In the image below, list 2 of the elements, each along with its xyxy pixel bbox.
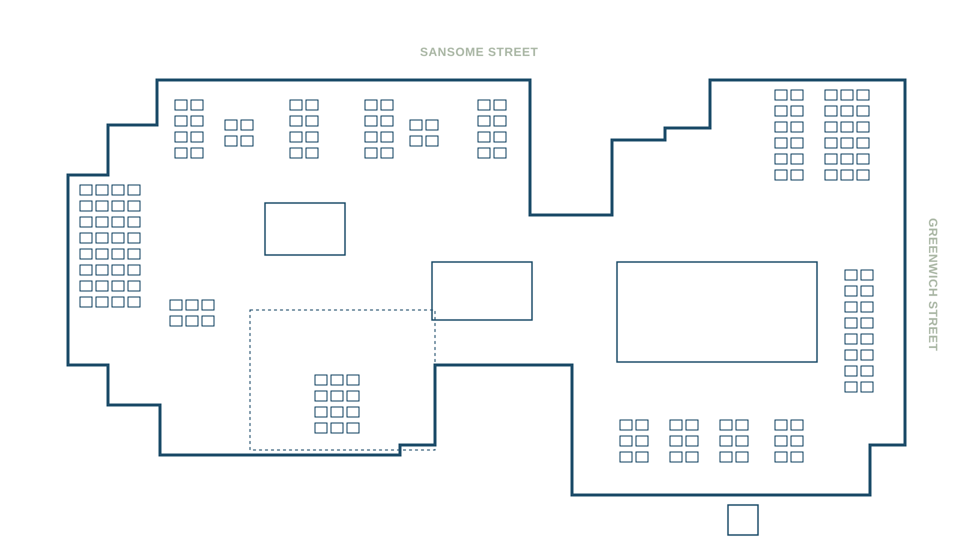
street-label: GREENWICH STREET [926,218,940,352]
street-label: SANSOME STREET [420,45,538,59]
